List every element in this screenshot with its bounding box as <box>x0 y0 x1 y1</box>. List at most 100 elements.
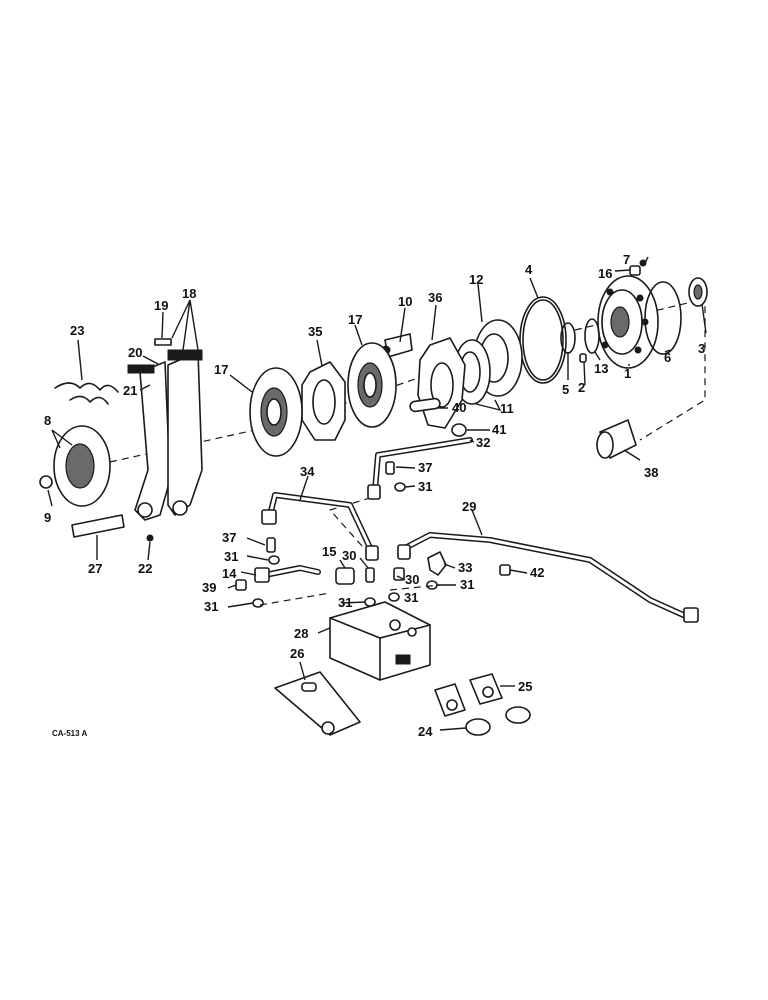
callout-35: 35 <box>308 324 322 339</box>
tube-nut <box>683 607 699 623</box>
washer <box>451 423 467 437</box>
callout-37: 37 <box>222 530 236 545</box>
callout-12: 12 <box>469 272 483 287</box>
callout-30: 30 <box>405 572 419 587</box>
tube <box>267 492 375 555</box>
callout-17: 17 <box>214 362 228 377</box>
callout-17: 17 <box>348 312 362 327</box>
callout-3: 3 <box>698 341 705 356</box>
callout-31: 31 <box>204 599 218 614</box>
callout-13: 13 <box>594 361 608 376</box>
callout-11: 11 <box>500 401 514 416</box>
fitting <box>266 537 276 553</box>
callout-33: 33 <box>458 560 472 575</box>
callout-31: 31 <box>418 479 432 494</box>
small-ring <box>584 318 600 354</box>
callout-19: 19 <box>154 298 168 313</box>
tube <box>262 565 321 578</box>
pump-housing <box>597 275 659 369</box>
fitting <box>365 567 375 583</box>
bearing <box>688 277 708 307</box>
callout-42: 42 <box>530 565 544 580</box>
friction-disc <box>347 342 397 428</box>
callout-15: 15 <box>322 544 336 559</box>
tube <box>402 532 693 621</box>
callout-20: 20 <box>128 345 142 360</box>
callout-32: 32 <box>476 435 490 450</box>
tube-nut <box>261 509 277 525</box>
callout-21: 21 <box>123 383 137 398</box>
fitting <box>393 567 405 581</box>
friction-disc <box>249 367 303 457</box>
callout-8: 8 <box>44 413 51 428</box>
bracket <box>274 671 361 736</box>
callout-5: 5 <box>562 382 569 397</box>
fitting <box>639 259 647 267</box>
callout-2: 2 <box>578 380 585 395</box>
callout-9: 9 <box>44 510 51 525</box>
bolt <box>146 534 154 542</box>
fitting <box>629 265 641 276</box>
pin <box>579 353 587 363</box>
o-ring <box>268 555 280 565</box>
callout-1: 1 <box>624 366 631 381</box>
tube-nut <box>397 544 411 560</box>
cap <box>39 475 53 489</box>
elbow-fitting <box>335 567 355 585</box>
callout-37: 37 <box>418 460 432 475</box>
callout-4: 4 <box>525 262 533 277</box>
callout-30: 30 <box>342 548 356 563</box>
callout-36: 36 <box>428 290 442 305</box>
gasket <box>465 706 531 736</box>
tube <box>372 437 473 493</box>
callout-31: 31 <box>404 590 418 605</box>
callout-10: 10 <box>398 294 412 309</box>
callout-40: 40 <box>452 400 466 415</box>
callout-34: 34 <box>300 464 315 479</box>
tube-nut <box>365 545 379 561</box>
bar <box>154 338 172 346</box>
callout-27: 27 <box>88 561 102 576</box>
clutch-plate <box>301 361 346 441</box>
callout-18: 18 <box>182 286 196 301</box>
callout-28: 28 <box>294 626 308 641</box>
callout-29: 29 <box>462 499 476 514</box>
elbow-fitting <box>427 551 447 576</box>
callout-38: 38 <box>644 465 658 480</box>
seal-ring <box>644 281 682 355</box>
tube-nut <box>367 484 381 500</box>
pin <box>71 514 125 538</box>
o-ring <box>388 592 400 602</box>
callout-26: 26 <box>290 646 304 661</box>
o-ring <box>426 580 438 590</box>
callout-31: 31 <box>338 595 352 610</box>
o-ring <box>252 598 264 608</box>
callout-41: 41 <box>492 422 506 437</box>
fitting <box>385 461 395 475</box>
spring <box>54 382 119 405</box>
clevis-block <box>434 673 503 717</box>
o-ring-inner <box>522 299 564 381</box>
tube-centerline <box>259 494 441 606</box>
callout-39: 39 <box>202 580 216 595</box>
tube-nut <box>254 567 270 583</box>
o-ring <box>394 482 406 492</box>
callout-24: 24 <box>418 724 433 739</box>
callout-7: 7 <box>623 252 630 267</box>
clip <box>499 564 511 576</box>
callout-25: 25 <box>518 679 532 694</box>
callout-16: 16 <box>598 266 612 281</box>
callout-6: 6 <box>664 350 671 365</box>
drawing-code: CA-513 A <box>52 729 87 738</box>
callout-31: 31 <box>224 549 238 564</box>
large-o-ring <box>519 296 567 384</box>
callout-31: 31 <box>460 577 474 592</box>
sleeve <box>409 397 441 413</box>
elbow-fitting <box>235 579 247 591</box>
callout-22: 22 <box>138 561 152 576</box>
callout-leaders <box>47 256 707 731</box>
callout-23: 23 <box>70 323 84 338</box>
brake-pedal <box>127 349 203 521</box>
callout-14: 14 <box>222 566 237 581</box>
